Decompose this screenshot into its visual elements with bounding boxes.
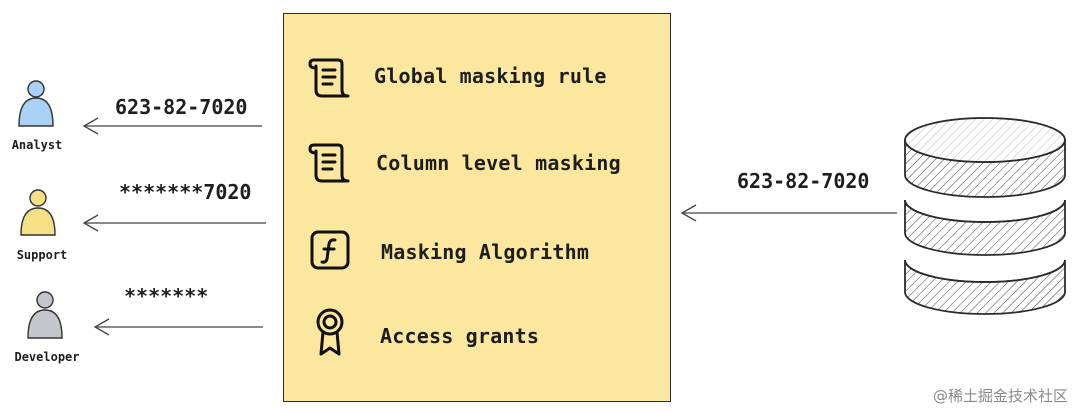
- policy-item-masking-algorithm: Masking Algorithm: [381, 240, 590, 264]
- arrow-to-support: [82, 214, 266, 232]
- developer-value: *******: [124, 284, 209, 308]
- person-icon-developer: [27, 291, 63, 339]
- policy-item-access-grants: Access grants: [380, 324, 540, 348]
- watermark: @稀土掘金技术社区: [932, 387, 1068, 405]
- arrow-to-developer: [93, 318, 263, 336]
- support-value: *******7020: [119, 180, 252, 204]
- analyst-value: 623-82-7020: [115, 95, 248, 119]
- role-label-support: Support: [16, 248, 68, 262]
- role-label-analyst: Analyst: [11, 138, 63, 152]
- arrow-to-analyst: [82, 117, 262, 135]
- policy-item-global-masking-rule: Global masking rule: [374, 64, 607, 88]
- person-icon-analyst: [18, 80, 54, 127]
- database-icon: [904, 117, 1066, 315]
- arrow-db-to-policy: [680, 204, 897, 222]
- person-icon-support: [20, 189, 56, 236]
- source-value: 623-82-7020: [737, 169, 870, 193]
- policy-item-column-level-masking: Column level masking: [376, 151, 621, 175]
- role-label-developer: Developer: [14, 350, 80, 364]
